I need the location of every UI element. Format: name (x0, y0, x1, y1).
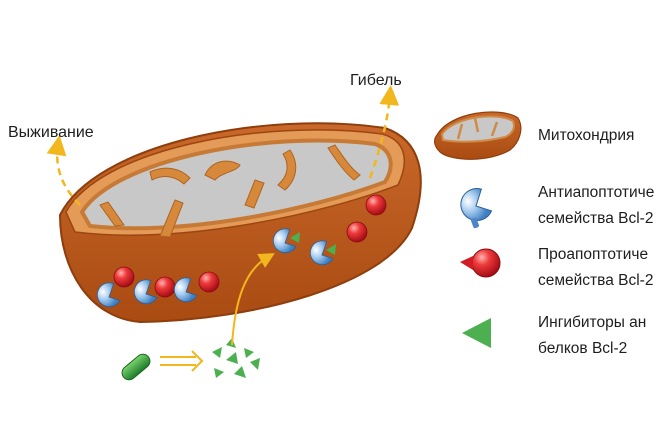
legend-mitochondrion: Митохондрия (538, 127, 635, 144)
legend-proapoptotic: Проапоптотиче семейства Bcl-2 (538, 246, 654, 289)
green-triangle-icon (462, 318, 491, 348)
protein-pair (96, 266, 135, 308)
legend-inhibitors: Ингибиторы ан белков Bcl-2 (538, 314, 647, 357)
red-ball-protein (365, 194, 387, 216)
mitochondrion-icon (434, 111, 522, 160)
death-label: Гибель (350, 72, 402, 89)
cristae (99, 144, 361, 238)
membrane-proteins (96, 194, 387, 308)
protein-pair (309, 240, 336, 266)
capsule-icon (121, 353, 151, 381)
death-arrow (368, 85, 400, 179)
red-ball-protein (346, 221, 368, 243)
delivery-arrow (231, 253, 275, 346)
protein-pair (173, 271, 220, 303)
inner-matrix (79, 138, 393, 231)
survival-label: Выживание (8, 124, 94, 141)
protein-pair (133, 276, 176, 305)
legend-antiapoptotic: Антиапоптотиче семейства Bcl-2 (538, 184, 655, 227)
double-arrow (160, 350, 204, 372)
inhibitor-triangles (212, 338, 260, 378)
mitochondrion (58, 122, 422, 324)
protein-pair (272, 228, 300, 254)
pacman-protein-icon (460, 188, 493, 229)
red-ball-protein-icon (460, 248, 501, 278)
survival-arrow (46, 135, 81, 206)
